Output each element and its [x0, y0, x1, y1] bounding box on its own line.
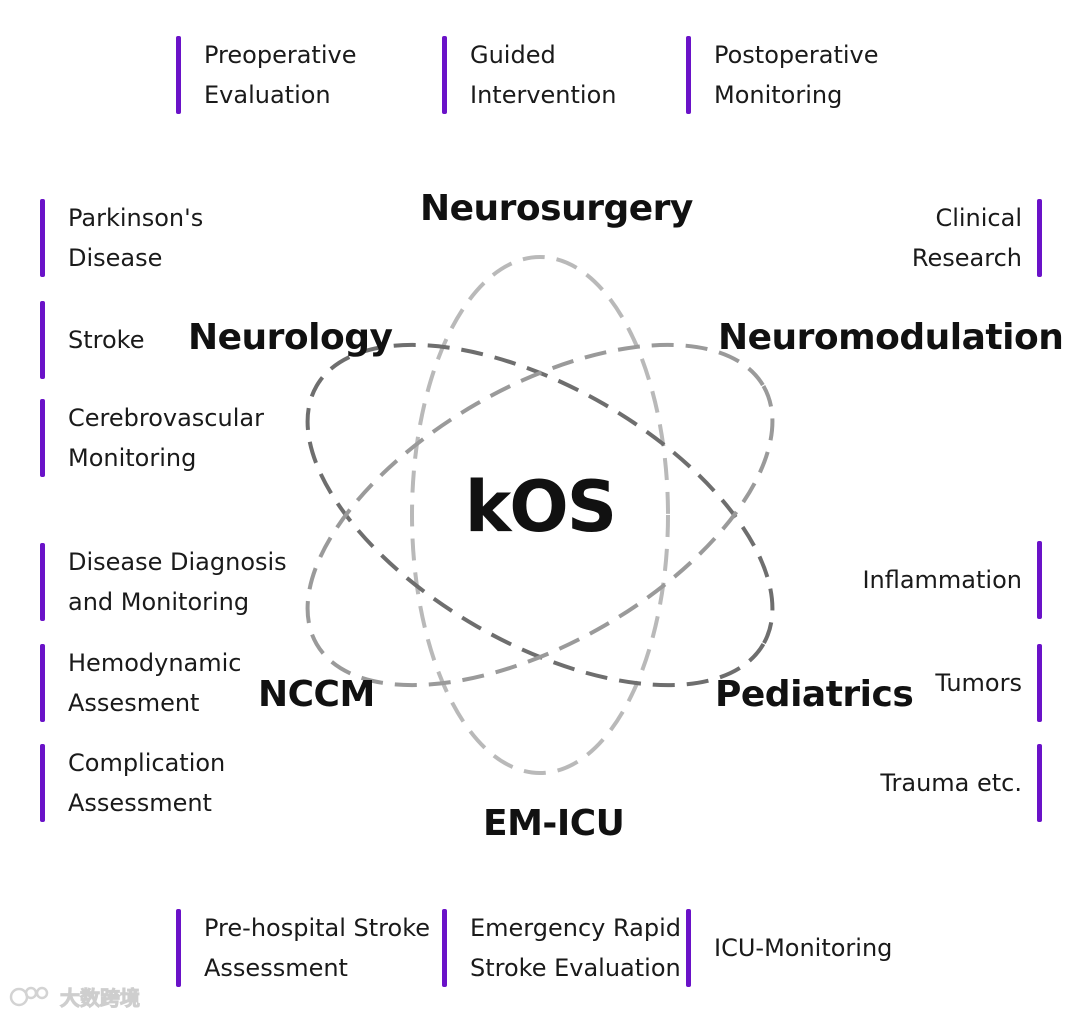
- field-pediatrics: Pediatrics: [715, 674, 914, 715]
- accent-bar: [40, 399, 45, 477]
- field-neurosurgery: Neurosurgery: [420, 188, 693, 229]
- accent-bar: [442, 36, 447, 114]
- accent-bar: [686, 909, 691, 987]
- item-bottom: Emergency Rapid Stroke Evaluation: [442, 908, 681, 988]
- accent-bar: [40, 543, 45, 621]
- field-nccm: NCCM: [258, 674, 375, 715]
- item-top: Postoperative Monitoring: [686, 35, 879, 115]
- accent-bar: [686, 36, 691, 114]
- item-label: Postoperative Monitoring: [714, 41, 879, 109]
- item-left: Hemodynamic Assesment: [40, 643, 241, 723]
- item-top: Preoperative Evaluation: [176, 35, 356, 115]
- accent-bar: [1037, 644, 1042, 722]
- item-label: Clinical Research: [911, 204, 1022, 272]
- accent-bar: [40, 199, 45, 277]
- field-neuromodulation: Neuromodulation: [718, 317, 1064, 358]
- orbit-diagonal-a: [305, 342, 775, 688]
- watermark-text: 大数跨境: [60, 986, 141, 1011]
- item-left: Disease Diagnosis and Monitoring: [40, 542, 287, 622]
- orbit-vertical: [410, 255, 670, 775]
- brand-logo-icon: [9, 986, 49, 1006]
- item-top: Guided Intervention: [442, 35, 616, 115]
- field-em-icu: EM-ICU: [483, 803, 625, 844]
- item-label: Inflammation: [862, 566, 1022, 594]
- item-right: Trauma etc.: [880, 743, 1042, 823]
- item-left: Stroke: [40, 300, 144, 380]
- item-label: Pre-hospital Stroke Assessment: [204, 914, 431, 982]
- field-neurology: Neurology: [188, 317, 393, 358]
- accent-bar: [442, 909, 447, 987]
- item-label: Parkinson's Disease: [68, 204, 204, 272]
- watermark: 大数跨境: [8, 982, 141, 1011]
- item-left: Complication Assessment: [40, 743, 225, 823]
- item-label: Disease Diagnosis and Monitoring: [68, 548, 287, 616]
- accent-bar: [40, 744, 45, 822]
- accent-bar: [176, 36, 181, 114]
- accent-bar: [176, 909, 181, 987]
- item-label: Trauma etc.: [880, 769, 1022, 797]
- accent-bar: [1037, 541, 1042, 619]
- accent-bar: [1037, 744, 1042, 822]
- accent-bar: [40, 644, 45, 722]
- item-bottom: ICU-Monitoring: [686, 908, 892, 988]
- item-label: Guided Intervention: [470, 41, 617, 109]
- item-left: Parkinson's Disease: [40, 198, 203, 278]
- orbit-diagonal-b: [305, 342, 775, 688]
- item-right: Clinical Research: [912, 198, 1042, 278]
- item-left: Cerebrovascular Monitoring: [40, 398, 264, 478]
- item-label: Emergency Rapid Stroke Evaluation: [470, 914, 681, 982]
- item-bottom: Pre-hospital Stroke Assessment: [176, 908, 430, 988]
- item-label: Preoperative Evaluation: [204, 41, 357, 109]
- item-label: Cerebrovascular Monitoring: [68, 404, 264, 472]
- item-label: Stroke: [68, 326, 145, 354]
- accent-bar: [40, 301, 45, 379]
- item-label: Complication Assessment: [68, 749, 226, 817]
- center-label: kOS: [464, 466, 617, 548]
- accent-bar: [1037, 199, 1042, 277]
- item-right: Inflammation: [862, 540, 1042, 620]
- item-right: Tumors: [935, 643, 1042, 723]
- item-label: Tumors: [935, 669, 1022, 697]
- item-label: Hemodynamic Assesment: [68, 649, 242, 717]
- item-label: ICU-Monitoring: [714, 934, 893, 962]
